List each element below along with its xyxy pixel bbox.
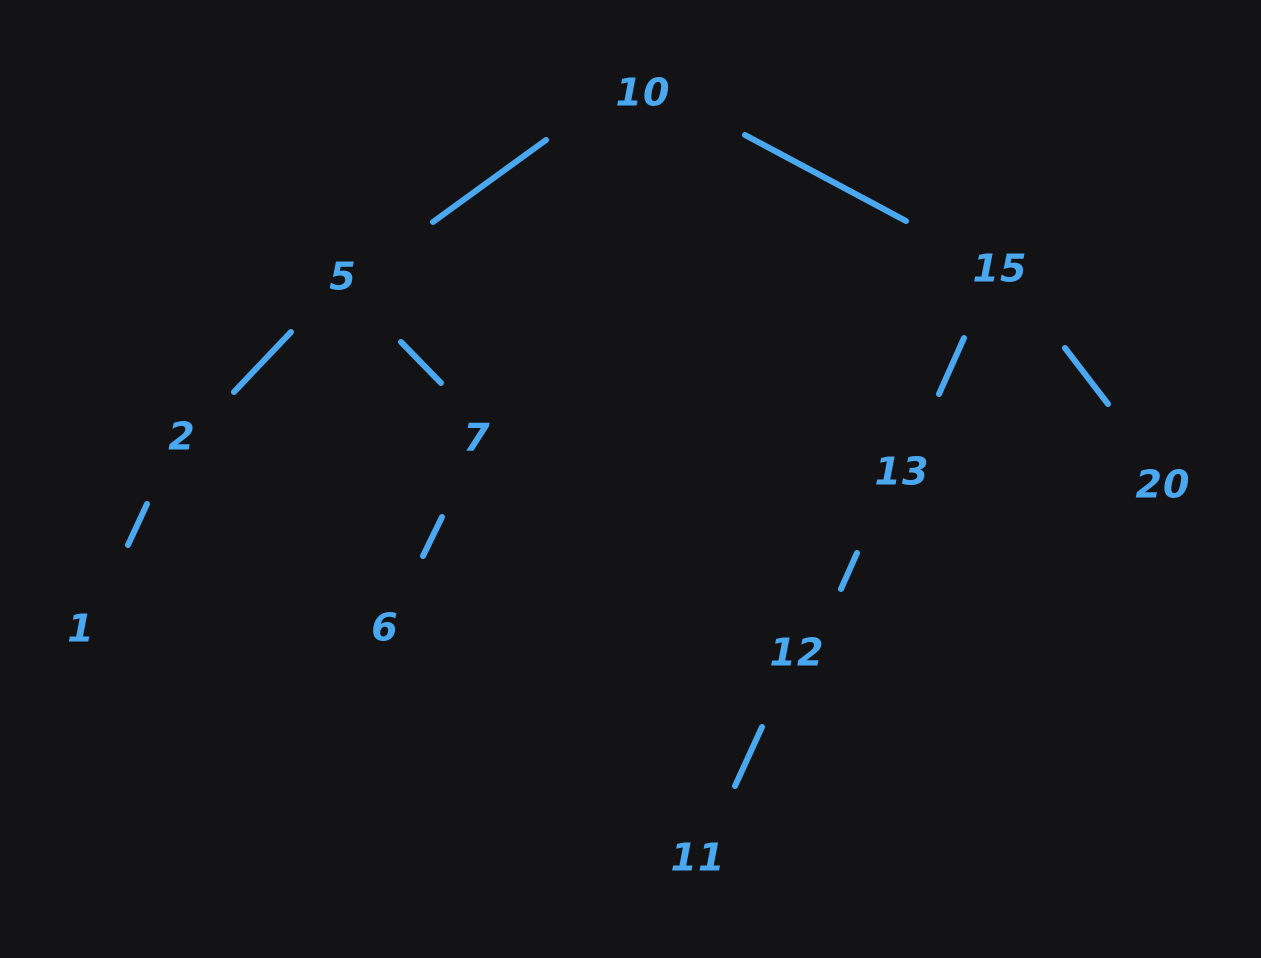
node-5: 5	[329, 255, 356, 299]
node-13: 13	[875, 450, 930, 494]
node-20: 20	[1136, 463, 1191, 507]
edge-n15-n13	[936, 335, 967, 397]
node-2: 2	[168, 415, 195, 459]
node-11: 11	[671, 836, 726, 880]
node-7: 7	[463, 416, 490, 460]
edge-n13-n12	[838, 550, 860, 592]
node-10: 10	[616, 71, 671, 115]
node-6: 6	[371, 606, 398, 650]
node-1: 1	[67, 607, 94, 651]
edge-n7-n6	[420, 514, 445, 559]
edge-n10-n15	[742, 132, 909, 224]
edge-n12-n11	[732, 724, 765, 789]
node-15: 15	[973, 247, 1028, 291]
edge-n2-n1	[125, 501, 150, 548]
edge-n5-n2	[231, 329, 294, 395]
edge-n10-n5	[430, 137, 549, 225]
edge-n5-n7	[398, 339, 444, 386]
edge-n15-n20	[1062, 345, 1111, 407]
edges-layer	[125, 132, 1111, 789]
node-12: 12	[770, 631, 825, 675]
